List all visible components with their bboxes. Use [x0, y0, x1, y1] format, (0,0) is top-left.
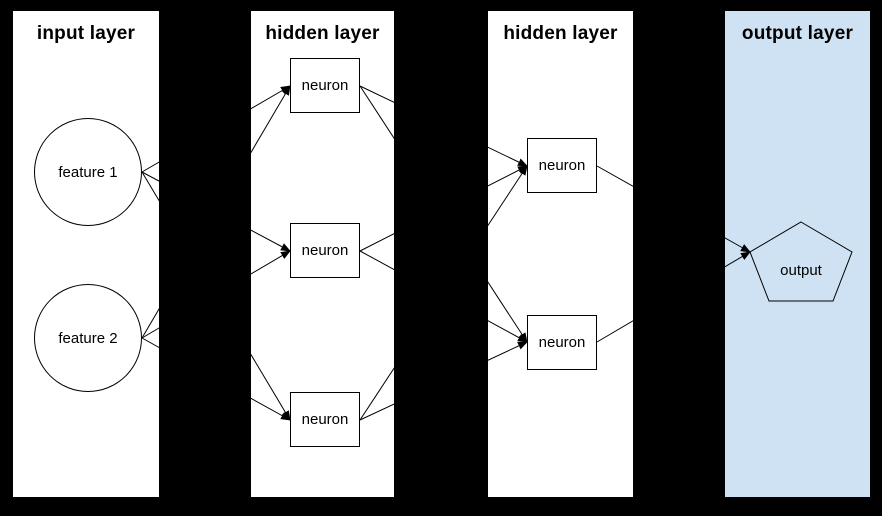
layer-panel-hidden-2: hidden layer [488, 11, 633, 497]
layer-title-output: output layer [741, 23, 854, 44]
hidden2-neuron-1: neuron [527, 138, 597, 193]
node-label: neuron [538, 334, 586, 351]
connection-arrows [141, 85, 751, 421]
hidden1-neuron-1: neuron [290, 58, 360, 113]
input-node-feature-1: feature 1 [34, 118, 142, 226]
layer-panel-output: output layer [725, 11, 870, 497]
layer-panel-input: input layer [13, 11, 159, 497]
output-node-label: output [780, 262, 822, 279]
node-label: neuron [538, 157, 586, 174]
layer-title-hidden-2: hidden layer [503, 23, 618, 44]
node-label: neuron [301, 411, 349, 428]
node-label: feature 1 [58, 163, 118, 181]
hidden1-neuron-2: neuron [290, 223, 360, 278]
hidden2-neuron-2: neuron [527, 315, 597, 370]
layer-title-hidden-1: hidden layer [265, 23, 380, 44]
hidden1-neuron-3: neuron [290, 392, 360, 447]
node-label: feature 2 [58, 329, 118, 347]
node-label: neuron [301, 242, 349, 259]
input-node-feature-2: feature 2 [34, 284, 142, 392]
node-label: neuron [301, 77, 349, 94]
layer-title-input: input layer [36, 23, 136, 44]
